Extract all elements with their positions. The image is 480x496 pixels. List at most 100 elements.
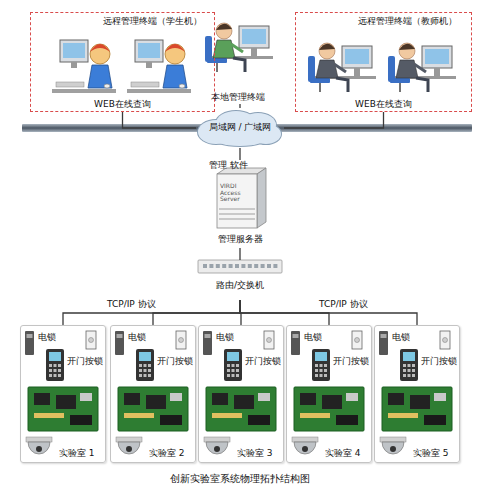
operator-computer: [342, 46, 372, 68]
router-switch: 路由/交换机: [188, 260, 292, 300]
lab-equipment: [58, 374, 61, 377]
lab-equipment: [232, 369, 235, 372]
lab-equipment: [403, 369, 406, 372]
lab-equipment: [139, 374, 142, 377]
server-illustration: [257, 168, 266, 228]
lab-equipment: [205, 334, 211, 338]
lab-equipment: [26, 437, 52, 442]
lab-equipment: [380, 437, 406, 442]
laboratory-box: 电锁开门按锁实验室 3: [198, 325, 284, 463]
lab-equipment: [34, 413, 64, 418]
lock-label: 电锁: [38, 332, 56, 343]
lab-name: 实验室 3: [237, 448, 273, 459]
lab-equipment: [412, 369, 415, 372]
switch-illustration: [229, 264, 233, 268]
button-label: 开门按锁: [245, 356, 281, 367]
lab-equipment: [49, 374, 52, 377]
lock-label: 电锁: [128, 332, 146, 343]
lab-equipment: [115, 331, 188, 454]
operator-computer: [414, 64, 426, 72]
switch-illustration: [241, 264, 245, 268]
operator-computer: [434, 68, 440, 76]
operator-computer: [354, 68, 360, 76]
student-computer: [165, 44, 185, 64]
lab-equipment: [379, 331, 388, 355]
operator-computer: [216, 24, 232, 30]
network-link: [239, 104, 240, 108]
lab-equipment: [54, 374, 57, 377]
lab-equipment: [388, 413, 418, 418]
lab-equipment: [49, 352, 61, 361]
lab-equipment: [54, 369, 57, 372]
student-computer: [90, 44, 110, 64]
lab-equipment: [315, 364, 318, 367]
lab-equipment: [203, 331, 276, 454]
lab-equipment: [236, 364, 239, 367]
student-computer: [56, 82, 84, 87]
lab-equipment: [322, 395, 342, 409]
operator-computer: [336, 78, 348, 92]
lab-equipment: [70, 415, 92, 425]
lab-equipment: [324, 369, 327, 372]
switch-illustration: [254, 264, 258, 268]
network-link: [239, 248, 240, 260]
lab-equipment: [224, 349, 242, 381]
server-illustration: [217, 168, 266, 228]
lab-equipment: [355, 338, 360, 343]
local-terminal: 本地管理终端: [195, 12, 280, 104]
operator-computer: [251, 48, 257, 56]
operator-computer: [399, 83, 401, 92]
operator-computer: [425, 49, 449, 64]
operator-computer: [205, 23, 273, 72]
remote-terminal-group: 远程管理终端（学生机）WEB在线查询: [30, 12, 215, 112]
lab-equipment: [139, 352, 151, 361]
lab-name: 实验室 4: [325, 448, 361, 459]
student-computer: [146, 62, 152, 68]
lab-equipment: [236, 374, 239, 377]
lab-equipment: [58, 369, 61, 372]
operator-computer: [319, 43, 335, 59]
switch-illustration: [273, 264, 277, 268]
lab-equipment: [146, 395, 166, 409]
lab-equipment: [291, 331, 300, 355]
laboratory-box: 电锁开门按锁实验室 5: [374, 325, 460, 463]
student-computer: [138, 43, 160, 58]
terminal-label: 本地管理终端: [211, 92, 265, 103]
lab-equipment: [424, 415, 446, 425]
server-illustration: [219, 218, 255, 220]
switch-illustration: [216, 264, 220, 268]
lab-equipment: [203, 331, 212, 355]
lab-equipment: [302, 446, 308, 452]
lab-equipment: [292, 437, 318, 442]
lab-equipment: [382, 442, 404, 454]
lab-equipment: [227, 369, 230, 372]
lab-equipment: [28, 442, 50, 454]
lab-equipment: [346, 393, 358, 401]
student-computer: [131, 82, 159, 87]
lab-equipment: [403, 364, 406, 367]
lab-equipment: [294, 442, 316, 454]
operator-computer: [308, 43, 376, 92]
lab-equipment: [324, 374, 327, 377]
lab-name: 实验室 2: [149, 448, 185, 459]
lock-label: 电锁: [304, 332, 322, 343]
lab-equipment: [148, 369, 151, 372]
lab-equipment: [408, 374, 411, 377]
lab-equipment: [320, 374, 323, 377]
button-label: 开门按锁: [157, 356, 193, 367]
button-label: 开门按锁: [67, 356, 103, 367]
server-illustration: [217, 174, 257, 228]
lab-equipment: [28, 387, 98, 431]
lab-equipment: [170, 393, 182, 401]
lab-equipment: [410, 395, 430, 409]
network-link: [239, 148, 240, 160]
operator-computer: [399, 44, 415, 50]
laboratory-box: 电锁开门按锁实验室 1: [20, 325, 106, 463]
lab-equipment: [379, 331, 452, 454]
student-computer: [52, 89, 116, 93]
student-computer: [71, 62, 77, 68]
network-link: [284, 112, 384, 128]
lab-name: 实验室 5: [413, 448, 449, 459]
lab-equipment: [118, 387, 188, 431]
lab-equipment: [258, 393, 270, 401]
